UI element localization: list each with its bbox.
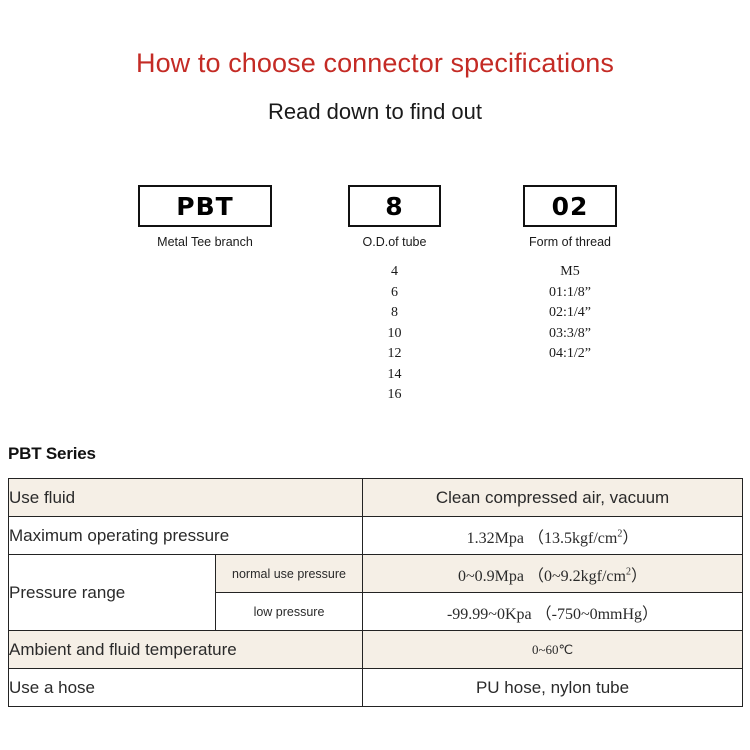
table-row: low pressure -99.99~0Kpa （-750~0mmHg） [9,592,744,631]
table-row: Pressure range normal use pressure 0~0.9… [8,554,744,631]
table-row: Use fluid Clean compressed air, vacuum [7,478,744,517]
row-value-max-pressure: 1.32Mpa （13.5kgf/cm2） [362,516,744,555]
row-value-low-pressure: -99.99~0Kpa （-750~0mmHg） [362,592,744,631]
table-row: Ambient and fluid temperature 0~60℃ [7,630,744,669]
sub-label-normal-use-pressure: normal use pressure [214,554,364,593]
option-item: 16 [387,387,402,402]
row-label-max-pressure: Maximum operating pressure [7,516,364,555]
option-list-od: 4 6 8 10 12 14 16 [348,262,441,406]
table-row: Maximum operating pressure 1.32Mpa （13.5… [7,516,744,555]
option-list-thread: M5 01:1/8” 02:1/4” 03:3/8” 04:1/2” [523,262,617,365]
code-box-series: PBT [138,185,272,227]
code-group-thread: 02 Form of thread M5 01:1/8” 02:1/4” 03:3/8… [523,185,617,365]
row-value-temperature: 0~60℃ [362,630,744,669]
sub-label-low-pressure: low pressure [214,592,364,631]
option-item: 8 [391,305,398,320]
row-value-normal-use-pressure: 0~0.9Mpa （0~9.2kgf/cm2） [362,554,744,593]
option-item: 02:1/4” [549,305,591,320]
option-item: 04:1/2” [549,346,591,361]
spec-table: Use fluid Clean compressed air, vacuum M… [7,478,744,707]
row-value-use-fluid: Clean compressed air, vacuum [362,478,744,517]
page-title: How to choose connector specifications [135,48,615,78]
option-item: 14 [387,366,402,382]
option-item: 01:1/8” [549,284,591,300]
row-label-use-hose: Use a hose [7,668,364,707]
option-item: 6 [391,284,398,300]
series-heading: PBT Series [8,444,96,463]
option-item: 12 [387,346,402,361]
table-row: Use a hose PU hose, nylon tube [7,668,744,707]
option-item: 10 [387,325,402,341]
row-label-pressure-range: Pressure range [8,554,216,631]
code-caption-od: O.D.of tube [362,235,427,249]
option-item: 03:3/8” [549,325,591,341]
option-item: 4 [391,264,398,279]
row-value-use-hose: PU hose, nylon tube [362,668,744,707]
code-box-thread: 02 [523,185,617,227]
option-item: M5 [560,264,580,279]
code-caption-thread: Form of thread [529,235,611,249]
code-caption-series: Metal Tee branch [157,235,253,249]
code-box-od: 8 [348,185,441,227]
page-subtitle: Read down to find out [267,99,483,124]
row-label-use-fluid: Use fluid [7,478,364,517]
row-label-temperature: Ambient and fluid temperature [7,630,364,669]
code-group-series: PBT Metal Tee branch [138,185,272,249]
code-group-od: 8 O.D.of tube 4 6 8 10 12 14 16 [348,185,441,406]
